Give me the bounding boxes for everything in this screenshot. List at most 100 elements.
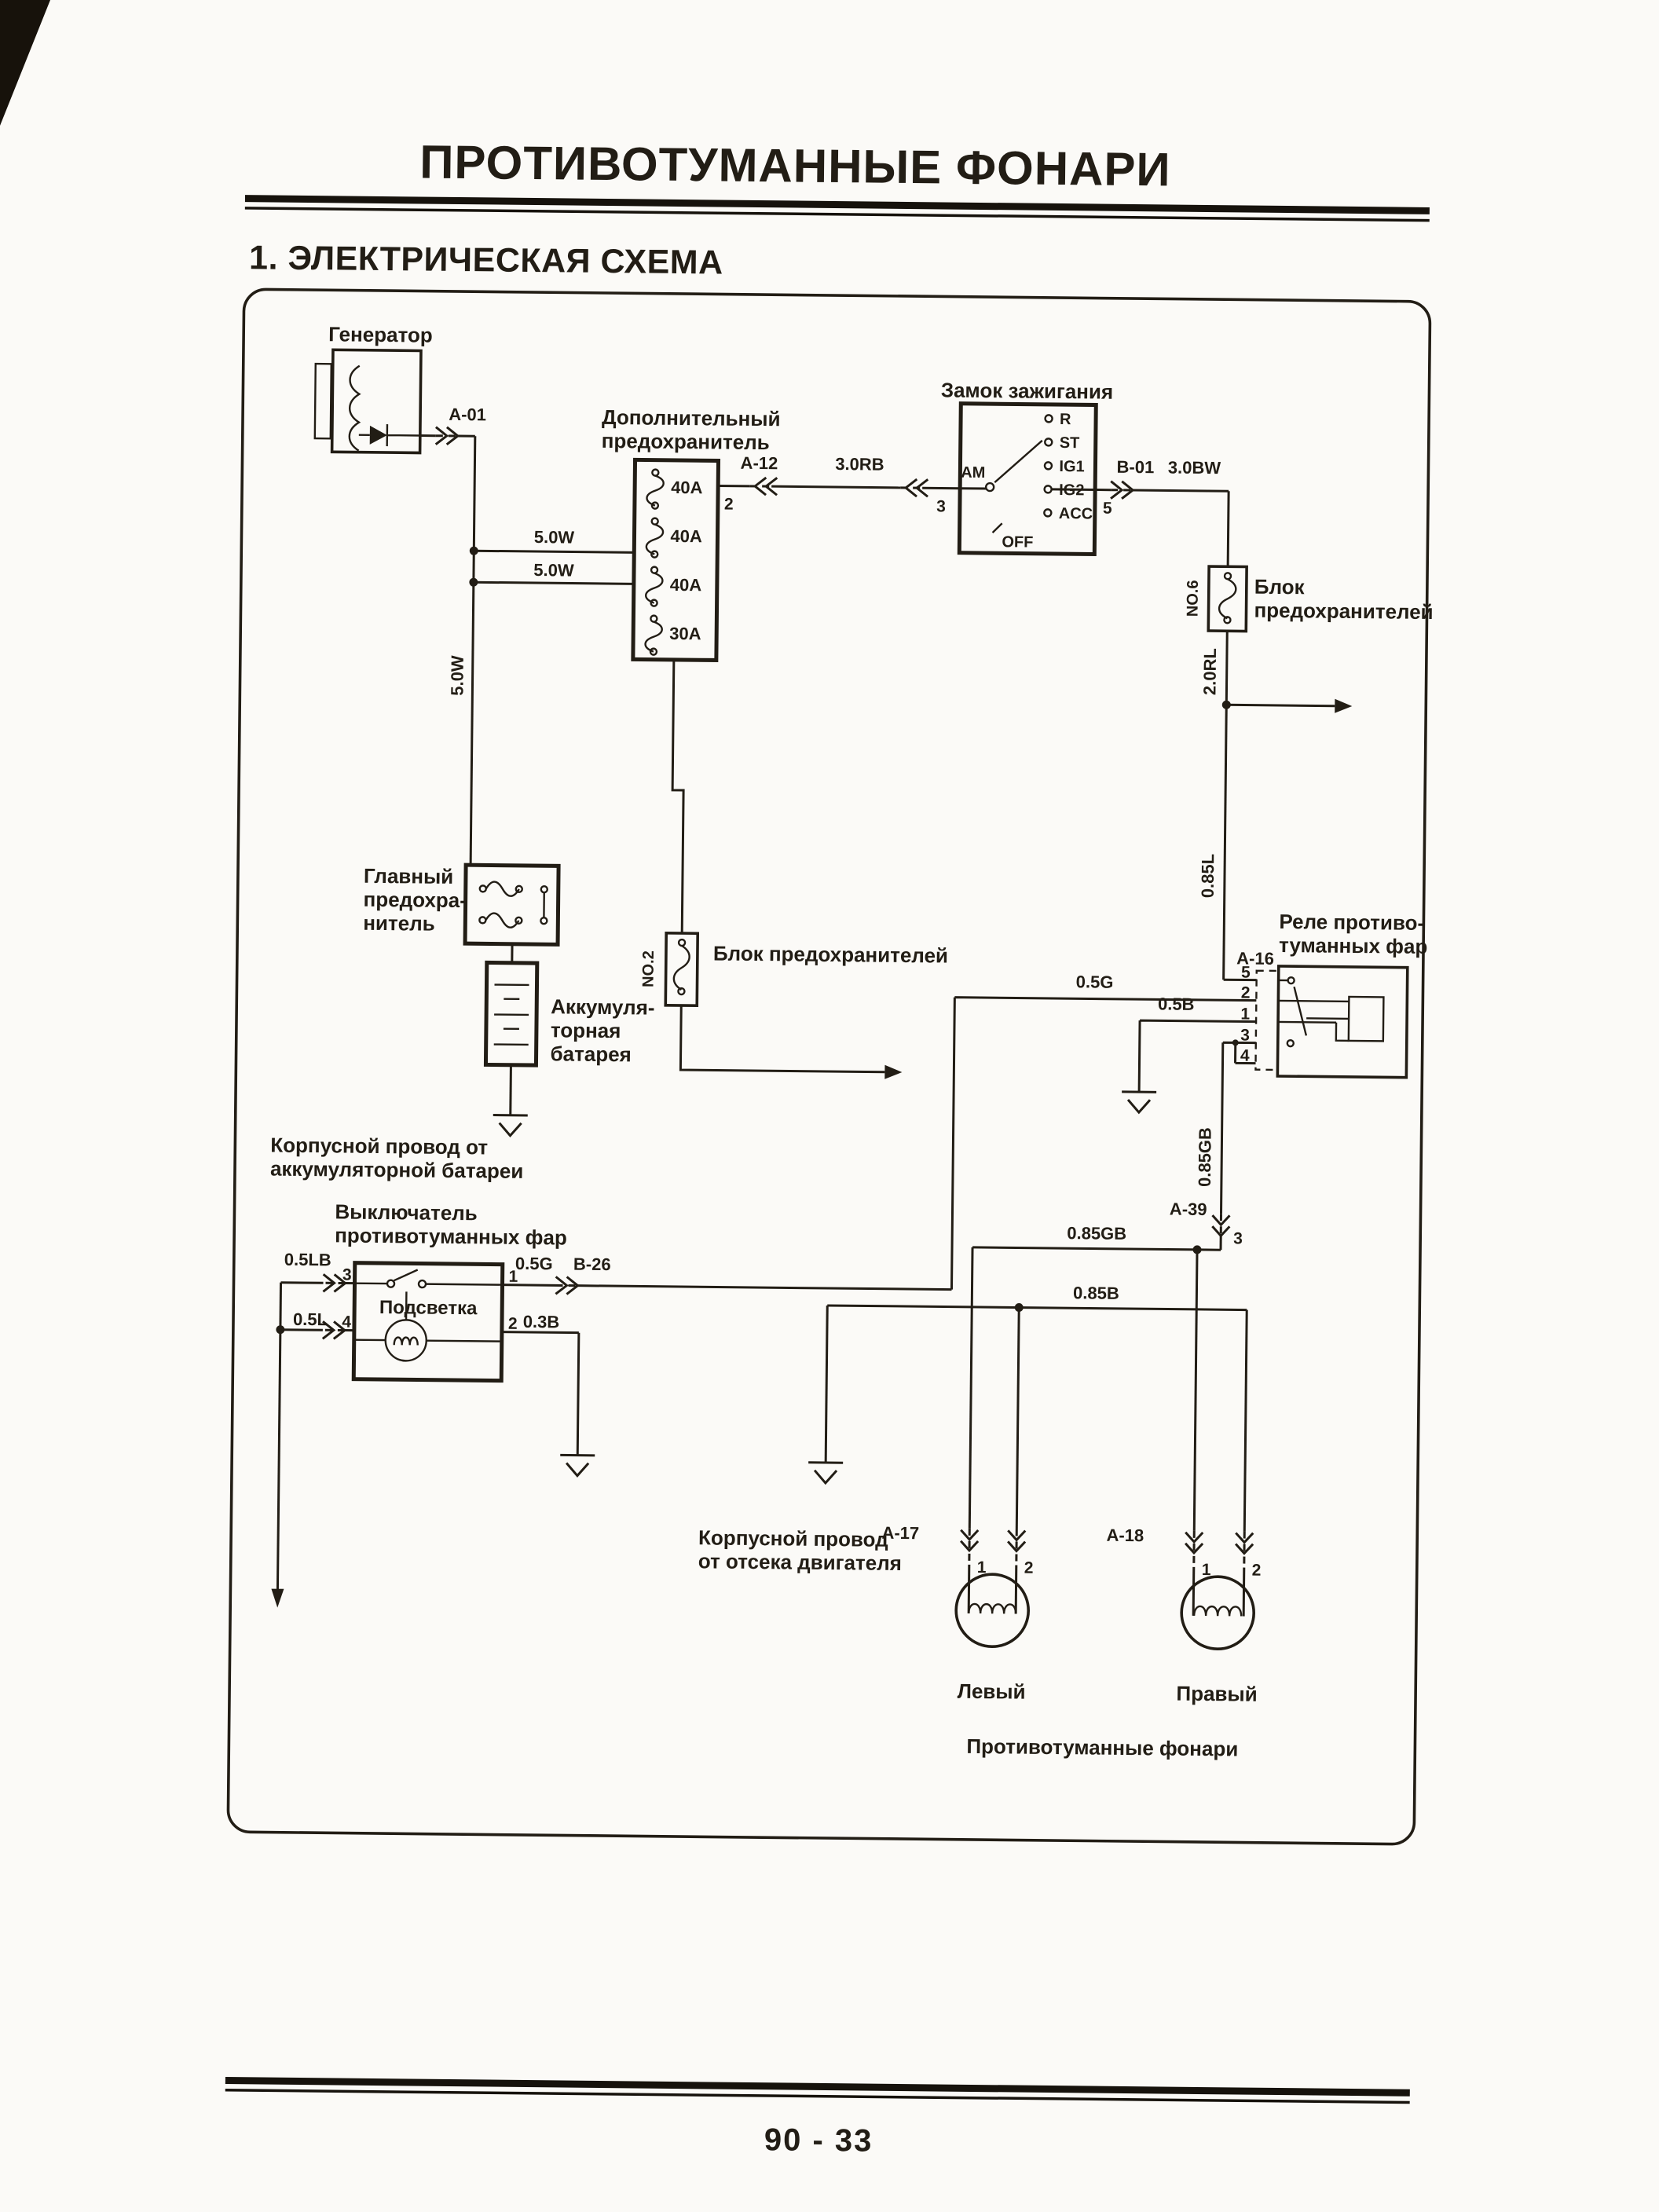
fuse-rating: 40A bbox=[670, 575, 702, 595]
fuse-terminal bbox=[649, 647, 658, 656]
wire-segment bbox=[1015, 1307, 1020, 1529]
fuse-terminal bbox=[650, 614, 658, 623]
fuse-terminal bbox=[677, 987, 686, 996]
wire-segment bbox=[771, 485, 901, 489]
contact bbox=[1043, 461, 1053, 471]
contact bbox=[1287, 976, 1295, 985]
body-wire-battery-label-2: аккумуляторной батареи bbox=[270, 1157, 524, 1183]
wire-a12: 2 A-12 3.0RB 3 bbox=[718, 453, 961, 516]
pin-label: 1 bbox=[508, 1268, 518, 1286]
pin-label: 2 bbox=[1241, 983, 1251, 1002]
ignition-label: Замок зажигания bbox=[941, 378, 1114, 403]
contact-label: AM bbox=[961, 464, 985, 482]
relay-internal-wiring bbox=[1278, 979, 1350, 1042]
connector-a17-label: A-17 bbox=[881, 1523, 919, 1543]
wire-generator-output: A-01 5.0W 5.0W 5.0W bbox=[419, 405, 635, 866]
wire-segment bbox=[1220, 1041, 1256, 1214]
contact bbox=[1044, 438, 1053, 447]
footer-rule-thin bbox=[225, 2089, 1410, 2104]
wire-segment bbox=[922, 486, 961, 490]
fuse-icon bbox=[645, 523, 665, 555]
fuse-terminal bbox=[478, 916, 487, 925]
wire-spec: 0.5B bbox=[1158, 994, 1195, 1013]
connector-b26-label: B-26 bbox=[573, 1254, 611, 1274]
pin-label: 3 bbox=[936, 497, 946, 515]
ground-icon bbox=[808, 1461, 844, 1485]
wire-spec: 5.0W bbox=[533, 560, 574, 580]
fuse-terminal bbox=[650, 599, 658, 607]
page-number: 90 - 33 bbox=[764, 2122, 873, 2158]
fuse-terminal bbox=[651, 468, 660, 477]
wire-segment bbox=[1243, 1309, 1248, 1532]
wire-relay-feed: 2.0RL 0.85L bbox=[1198, 631, 1353, 980]
off-tick-icon bbox=[991, 522, 1003, 533]
fuse-terminal bbox=[1223, 572, 1232, 580]
connector-chevron-icon bbox=[1007, 1529, 1027, 1553]
pin-label: 5 bbox=[1103, 500, 1112, 518]
connector-chevron-icon bbox=[1184, 1531, 1204, 1555]
wire-segment bbox=[1242, 1567, 1246, 1617]
connector-b01-label: B-01 bbox=[1116, 457, 1154, 477]
body-wire-engine-label-1: Корпусной провод bbox=[698, 1525, 888, 1551]
fuse-terminal bbox=[478, 884, 487, 893]
fog-switch: Выключатель противотуманных фар Подсветк… bbox=[271, 1199, 952, 1608]
flow-arrow-icon bbox=[1335, 698, 1353, 713]
connector-a16-label: A-16 bbox=[1236, 948, 1274, 968]
scan-edge-artifact bbox=[0, 0, 50, 126]
illumination-label: Подсветка bbox=[379, 1297, 478, 1319]
connector-no2-label: NO.2 bbox=[639, 950, 657, 987]
fuse-block-label-1: Блок bbox=[1254, 575, 1306, 599]
contact bbox=[386, 1279, 396, 1288]
filament-icon bbox=[393, 1336, 419, 1346]
flow-arrow-icon bbox=[884, 1064, 903, 1079]
wire-spec: 0.85GB bbox=[1195, 1127, 1215, 1187]
connector-chevron-icon bbox=[960, 1529, 980, 1553]
contact bbox=[1286, 1038, 1295, 1048]
connector-chevron-icon bbox=[753, 476, 778, 496]
fuse-terminal bbox=[650, 566, 659, 574]
pin-label: 1 bbox=[1240, 1005, 1250, 1023]
fuse-terminal bbox=[650, 550, 659, 558]
fuse-icon bbox=[485, 881, 520, 897]
wire-0.5G bbox=[950, 996, 1257, 1290]
fuse-block-no6: NO.6 Блок предохранителей bbox=[1184, 565, 1434, 633]
pin-label: 3 bbox=[1233, 1229, 1243, 1247]
fog-lamps-caption: Противотуманные фонари bbox=[966, 1734, 1238, 1761]
lamp-left-label: Левый bbox=[958, 1679, 1026, 1704]
switch-box bbox=[351, 1261, 505, 1383]
lamp-buses: 0.85GB 0.85B Корпусной провод от отсека … bbox=[698, 1223, 1262, 1617]
header-rule-thick bbox=[244, 195, 1430, 214]
body-wire-battery-label-1: Корпусной провод от bbox=[270, 1133, 488, 1159]
contact bbox=[1043, 485, 1053, 494]
wire-spec: 5.0W bbox=[534, 527, 575, 548]
fuse-terminal bbox=[650, 517, 659, 526]
header-rule-thin bbox=[244, 207, 1430, 222]
fuse-icon bbox=[646, 474, 665, 507]
fuse-rating: 40A bbox=[671, 478, 703, 497]
page-footer: 90 - 33 bbox=[225, 2077, 1410, 2159]
fog-relay: Реле противо- туманных фар A-16 5 2 1 3 … bbox=[950, 910, 1427, 1290]
wire-segment bbox=[1226, 491, 1230, 567]
ground-icon bbox=[1122, 1090, 1157, 1115]
page-title: ПРОТИВОТУМАННЫЕ ФОНАРИ bbox=[419, 135, 1171, 196]
generator-coil-icon bbox=[348, 364, 361, 452]
battery-label-1: Аккумуля- bbox=[551, 994, 655, 1019]
fuse-icon bbox=[1218, 578, 1237, 620]
generator-label: Генератор bbox=[328, 322, 433, 346]
contact-label: OFF bbox=[1002, 533, 1033, 551]
wire-segment bbox=[474, 549, 635, 554]
wire-segment bbox=[280, 1328, 323, 1331]
wire-segment bbox=[960, 487, 1096, 491]
wire-segment bbox=[824, 1305, 829, 1463]
fuse-terminal bbox=[540, 916, 548, 925]
main-fuse-label-3: нитель bbox=[363, 911, 435, 936]
wire-segment bbox=[1234, 1042, 1256, 1065]
main-fuse-label-2: предохра- bbox=[363, 888, 467, 912]
additional-fuse-box: Дополнительный предохранитель 40A 40A 40… bbox=[602, 405, 781, 662]
filament-icon bbox=[967, 1602, 1017, 1614]
switch-label-2: противотуманных фар bbox=[335, 1223, 567, 1249]
relay-coil-icon bbox=[1347, 995, 1385, 1042]
fuse-terminal bbox=[677, 938, 687, 947]
